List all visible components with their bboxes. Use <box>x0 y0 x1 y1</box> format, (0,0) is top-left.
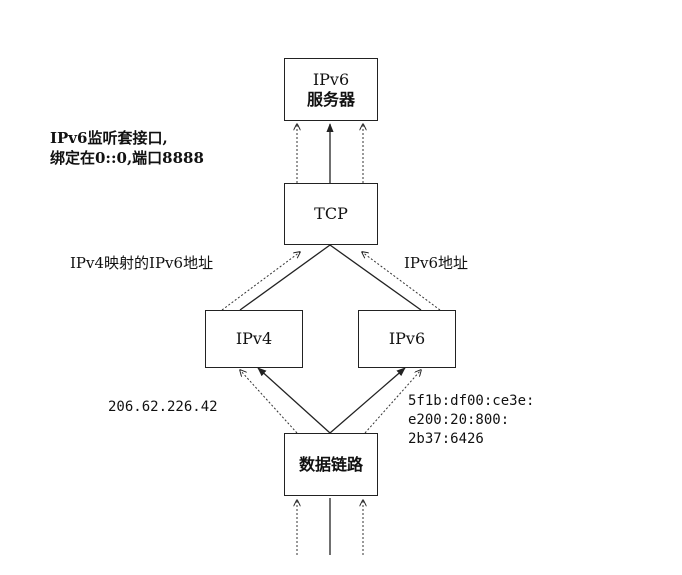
tcp-box: TCP <box>284 183 378 245</box>
ipv4-label: IPv4 <box>235 329 273 348</box>
ipv6-address: 5f1b:df00:ce3e: e200:20:800: 2b37:6426 <box>408 392 534 449</box>
ipv4-address: 206.62.226.42 <box>108 399 218 415</box>
edge-datalink-ipv4 <box>257 367 331 434</box>
server-label-line2: 服务器 <box>306 89 355 109</box>
ipv6-label: IPv6 <box>388 329 426 348</box>
edge-dotted-ipv4-left <box>240 370 298 434</box>
tcp-label: TCP <box>314 204 348 223</box>
edge-dotted-ipv6-tcp <box>362 252 441 311</box>
listen-socket-note: IPv6监听套接口, 绑定在0::0,端口8888 <box>50 128 204 169</box>
ipv6-address-line3: 2b37:6426 <box>408 430 484 447</box>
ipv6-address-label: IPv6地址 <box>404 254 469 272</box>
ipv6-box: IPv6 <box>358 310 456 368</box>
edge-ipv6-tcp <box>329 244 422 311</box>
edge-ipv4-tcp <box>239 244 331 311</box>
ipv6-address-line1: 5f1b:df00:ce3e: <box>408 393 535 409</box>
ipv6-address-line2: e200:20:800: <box>408 411 510 428</box>
server-label-line1: IPv6 <box>312 69 350 89</box>
edge-datalink-ipv6 <box>329 367 406 434</box>
server-box: IPv6 服务器 <box>284 58 378 121</box>
listen-socket-line1: IPv6监听套接口, <box>50 129 168 147</box>
datalink-box: 数据链路 <box>284 433 378 496</box>
ipv4-box: IPv4 <box>205 310 303 368</box>
mapped-address-label: IPv4映射的IPv6地址 <box>70 254 214 272</box>
edge-dotted-ipv4-tcp <box>221 252 300 311</box>
datalink-label: 数据链路 <box>298 454 363 474</box>
listen-socket-line2: 绑定在0::0,端口8888 <box>50 149 204 168</box>
